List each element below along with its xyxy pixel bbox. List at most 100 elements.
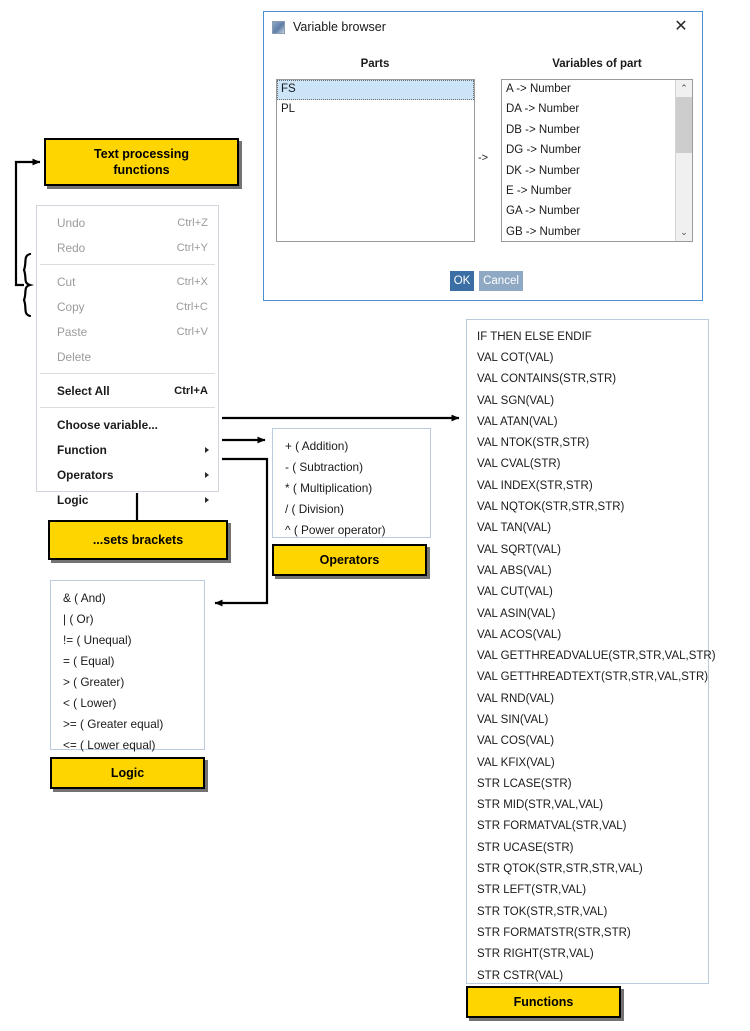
function-item[interactable]: VAL CVAL(STR) [477,458,561,471]
operator-item[interactable]: / ( Division) [285,501,344,516]
function-item[interactable]: VAL SGN(VAL) [477,394,555,407]
submenu-arrow-icon [205,446,209,453]
cancel-button[interactable]: Cancel [479,271,523,291]
functions-submenu[interactable]: IF THEN ELSE ENDIF VAL COT(VAL) VAL CONTAI… [466,319,716,984]
function-item[interactable]: STR FORMATSTR(STR,STR) [477,926,631,939]
logic-item[interactable]: = ( Equal) [63,653,115,668]
function-item[interactable]: STR MID(STR,VAL,VAL) [477,799,604,812]
scroll-down-icon[interactable]: ⌄ [676,224,692,241]
parts-listbox[interactable]: FS PL [276,79,475,242]
function-item[interactable]: VAL COT(VAL) [477,351,554,364]
function-item[interactable]: VAL SQRT(VAL) [477,543,561,556]
scrollbar-thumb[interactable] [676,97,692,153]
function-item[interactable]: STR LEFT(STR,VAL) [477,884,587,897]
function-item[interactable]: VAL GETTHREADVALUE(STR,STR,VAL,STR) [477,650,716,663]
menu-item-copy: Copy Ctrl+C [37,294,218,319]
function-item[interactable]: STR FORMATVAL(STR,VAL) [477,820,627,833]
menu-item-label: Paste [57,324,88,339]
operator-item[interactable]: - ( Subtraction) [285,459,364,474]
function-item[interactable]: VAL INDEX(STR,STR) [477,479,593,492]
operator-item[interactable]: ^ ( Power operator) [285,522,386,537]
logic-item[interactable]: <= ( Lower equal) [63,737,156,752]
menu-separator [40,264,215,265]
function-item[interactable]: STR QTOK(STR,STR,STR,VAL) [477,863,643,876]
menu-item-delete: Delete [37,344,218,369]
callout-sets-brackets: ...sets brackets [48,520,228,560]
menu-item-label: Function [57,442,107,457]
function-item[interactable]: VAL ASIN(VAL) [477,607,556,620]
function-item[interactable]: VAL TAN(VAL) [477,522,552,535]
variables-list-item[interactable]: DB -> Number [506,123,580,136]
ok-button[interactable]: OK [450,271,474,291]
menu-item-operators[interactable]: Operators [37,462,218,487]
variables-list-item[interactable]: E -> Number [506,185,572,198]
transfer-arrow-icon: -> [478,152,489,164]
dialog-titlebar: Variable browser ✕ [264,12,702,42]
function-item[interactable]: STR TOK(STR,STR,VAL) [477,905,608,918]
function-item[interactable]: VAL RND(VAL) [477,692,555,705]
function-item[interactable]: VAL NTOK(STR,STR) [477,437,590,450]
function-item[interactable]: VAL GETTHREADTEXT(STR,STR,VAL,STR) [477,671,709,684]
function-item[interactable]: STR RIGHT(STR,VAL) [477,948,594,961]
variables-list-item[interactable]: GA -> Number [506,205,580,218]
logic-item[interactable]: >= ( Greater equal) [63,716,164,731]
dialog-title: Variable browser [293,20,386,34]
logic-item[interactable]: != ( Unequal) [63,632,132,647]
menu-item-label: Delete [57,349,92,364]
variables-scrollbar[interactable]: ⌃ ⌄ [675,80,692,241]
close-icon[interactable]: ✕ [674,18,688,35]
function-item[interactable]: VAL CUT(VAL) [477,586,553,599]
menu-item-shortcut: Ctrl+V [176,325,208,338]
menu-item-paste: Paste Ctrl+V [37,319,218,344]
menu-item-choose-variable[interactable]: Choose variable... [37,412,218,437]
variables-list-item[interactable]: A -> Number [506,83,571,95]
function-item[interactable]: VAL ATAN(VAL) [477,415,558,428]
menu-item-shortcut: Ctrl+Z [177,216,208,229]
function-item[interactable]: STR LCASE(STR) [477,777,572,790]
variables-list-item[interactable]: DK -> Number [506,164,580,177]
function-item[interactable]: VAL ABS(VAL) [477,564,552,577]
scroll-up-icon[interactable]: ⌃ [676,80,692,97]
function-item[interactable]: VAL COS(VAL) [477,735,555,748]
menu-item-label: Choose variable... [57,417,158,432]
logic-item[interactable]: > ( Greater) [63,674,125,689]
menu-item-label: Undo [57,215,86,230]
function-item[interactable]: VAL ACOS(VAL) [477,628,562,641]
logic-submenu[interactable]: & ( And) | ( Or) != ( Unequal) = ( Equal) > … [50,580,205,752]
logic-item[interactable]: < ( Lower) [63,695,117,710]
function-item[interactable]: STR UCASE(STR) [477,841,574,854]
operator-item[interactable]: * ( Multiplication) [285,480,373,495]
function-item[interactable]: VAL KFIX(VAL) [477,756,555,769]
submenu-arrow-icon [205,471,209,478]
menu-item-function[interactable]: Function [37,437,218,462]
operators-submenu[interactable]: + ( Addition) - ( Subtraction) * ( Multipl… [272,428,431,538]
variables-of-part-label: Variables of part [552,58,642,70]
menu-item-label: Operators [57,467,114,482]
function-item[interactable]: VAL CONTAINS(STR,STR) [477,373,617,386]
function-item[interactable]: STR CSTR(VAL) [477,969,564,982]
logic-item[interactable]: | ( Or) [63,611,94,626]
menu-item-shortcut: Ctrl+X [176,275,208,288]
parts-list-item[interactable]: PL [281,103,296,116]
menu-item-shortcut: Ctrl+C [175,300,208,313]
operator-item[interactable]: + ( Addition) [285,438,349,453]
menu-item-logic[interactable]: Logic [37,487,218,512]
menu-item-label: Copy [57,299,85,314]
parts-list-item[interactable]: FS [277,80,474,101]
function-item[interactable]: VAL NQTOK(STR,STR,STR) [477,501,625,514]
variables-list-item[interactable]: GB -> Number [506,225,581,238]
logic-item[interactable]: & ( And) [63,590,106,605]
window-icon [272,20,285,34]
menu-separator [40,373,215,374]
function-item[interactable]: VAL SIN(VAL) [477,713,549,726]
variables-list-item[interactable]: DG -> Number [506,144,582,157]
variables-listbox[interactable]: A -> Number DA -> Number DB -> Number DG ->… [501,79,693,242]
function-item[interactable]: IF THEN ELSE ENDIF [477,330,592,343]
callout-logic: Logic [50,757,205,789]
variables-list-item[interactable]: DA -> Number [506,103,580,116]
menu-item-undo: Undo Ctrl+Z [37,210,218,235]
